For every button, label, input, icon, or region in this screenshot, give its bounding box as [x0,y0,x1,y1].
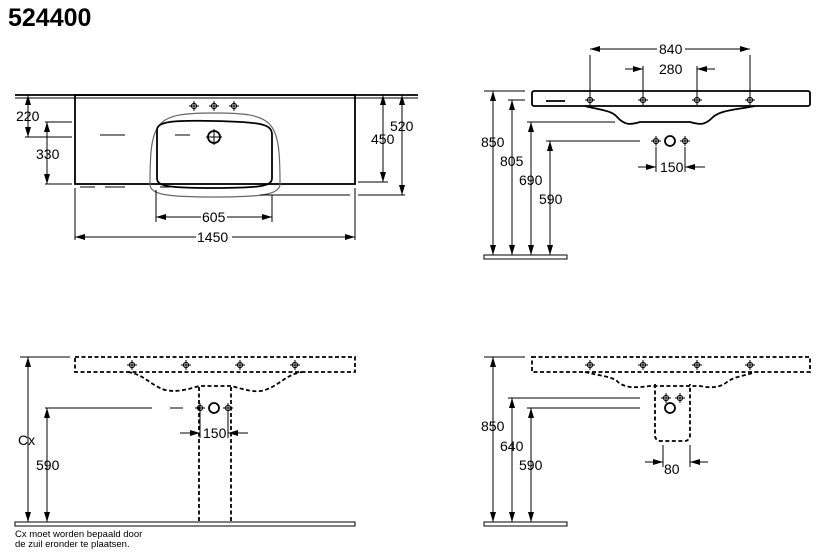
basin-underside-dashed [127,371,303,393]
pedestal-dashed [654,384,691,442]
dim-220: 220 [16,108,40,124]
dim-640: 640 [500,438,524,454]
tap-connections [660,392,686,414]
tap-holes [188,100,240,112]
note-line-1: Cx moet worden bepaald door [15,529,142,540]
dim-150: 150 [203,425,227,441]
pedestal-dashed [198,387,232,522]
dim-1450: 1450 [197,229,228,245]
dim-590: 590 [36,457,60,473]
dim-605: 605 [202,209,226,225]
product-number: 524400 [8,4,92,32]
basin-underside [584,105,756,125]
dim-330: 330 [36,146,60,162]
tap-connections [650,135,691,147]
dim-805: 805 [500,153,524,169]
basin-side-outline [531,90,811,107]
front-pedestal-view: 150 Cx 590 Cx moet worden bepaald door d… [14,356,356,550]
dim-280: 280 [659,61,683,77]
basin-underside-dashed [584,371,756,389]
dim-cx: Cx [18,432,35,448]
drain-icon [206,129,222,145]
dim-690: 690 [519,172,543,188]
basin-outer [149,112,281,198]
dim-520: 520 [390,118,414,134]
mounting-holes [126,359,301,371]
mounting-holes [584,359,756,371]
basin-front-dashed [74,356,356,373]
note-line-2: de zuil eronder te plaatsen. [15,539,130,550]
top-view: 220 330 450 520 605 1450 [15,94,418,245]
basin-side-dashed [531,356,811,373]
side-pedestal-view: 80 850 640 590 [481,356,811,527]
dim-590: 590 [519,457,543,473]
countertop-outline [74,94,356,185]
floor [14,521,356,527]
side-view: 840 280 150 850 805 690 590 [481,41,811,260]
dim-450: 450 [371,131,395,147]
mounting-holes [584,94,756,106]
basin-inner [156,119,273,189]
dim-150: 150 [660,159,684,175]
dim-590: 590 [539,191,563,207]
dim-850: 850 [481,418,505,434]
dim-80: 80 [664,461,680,477]
tap-connections [194,402,234,414]
dim-840: 840 [659,41,683,57]
floor [483,254,568,260]
floor [483,521,568,527]
dim-850: 850 [481,134,505,150]
